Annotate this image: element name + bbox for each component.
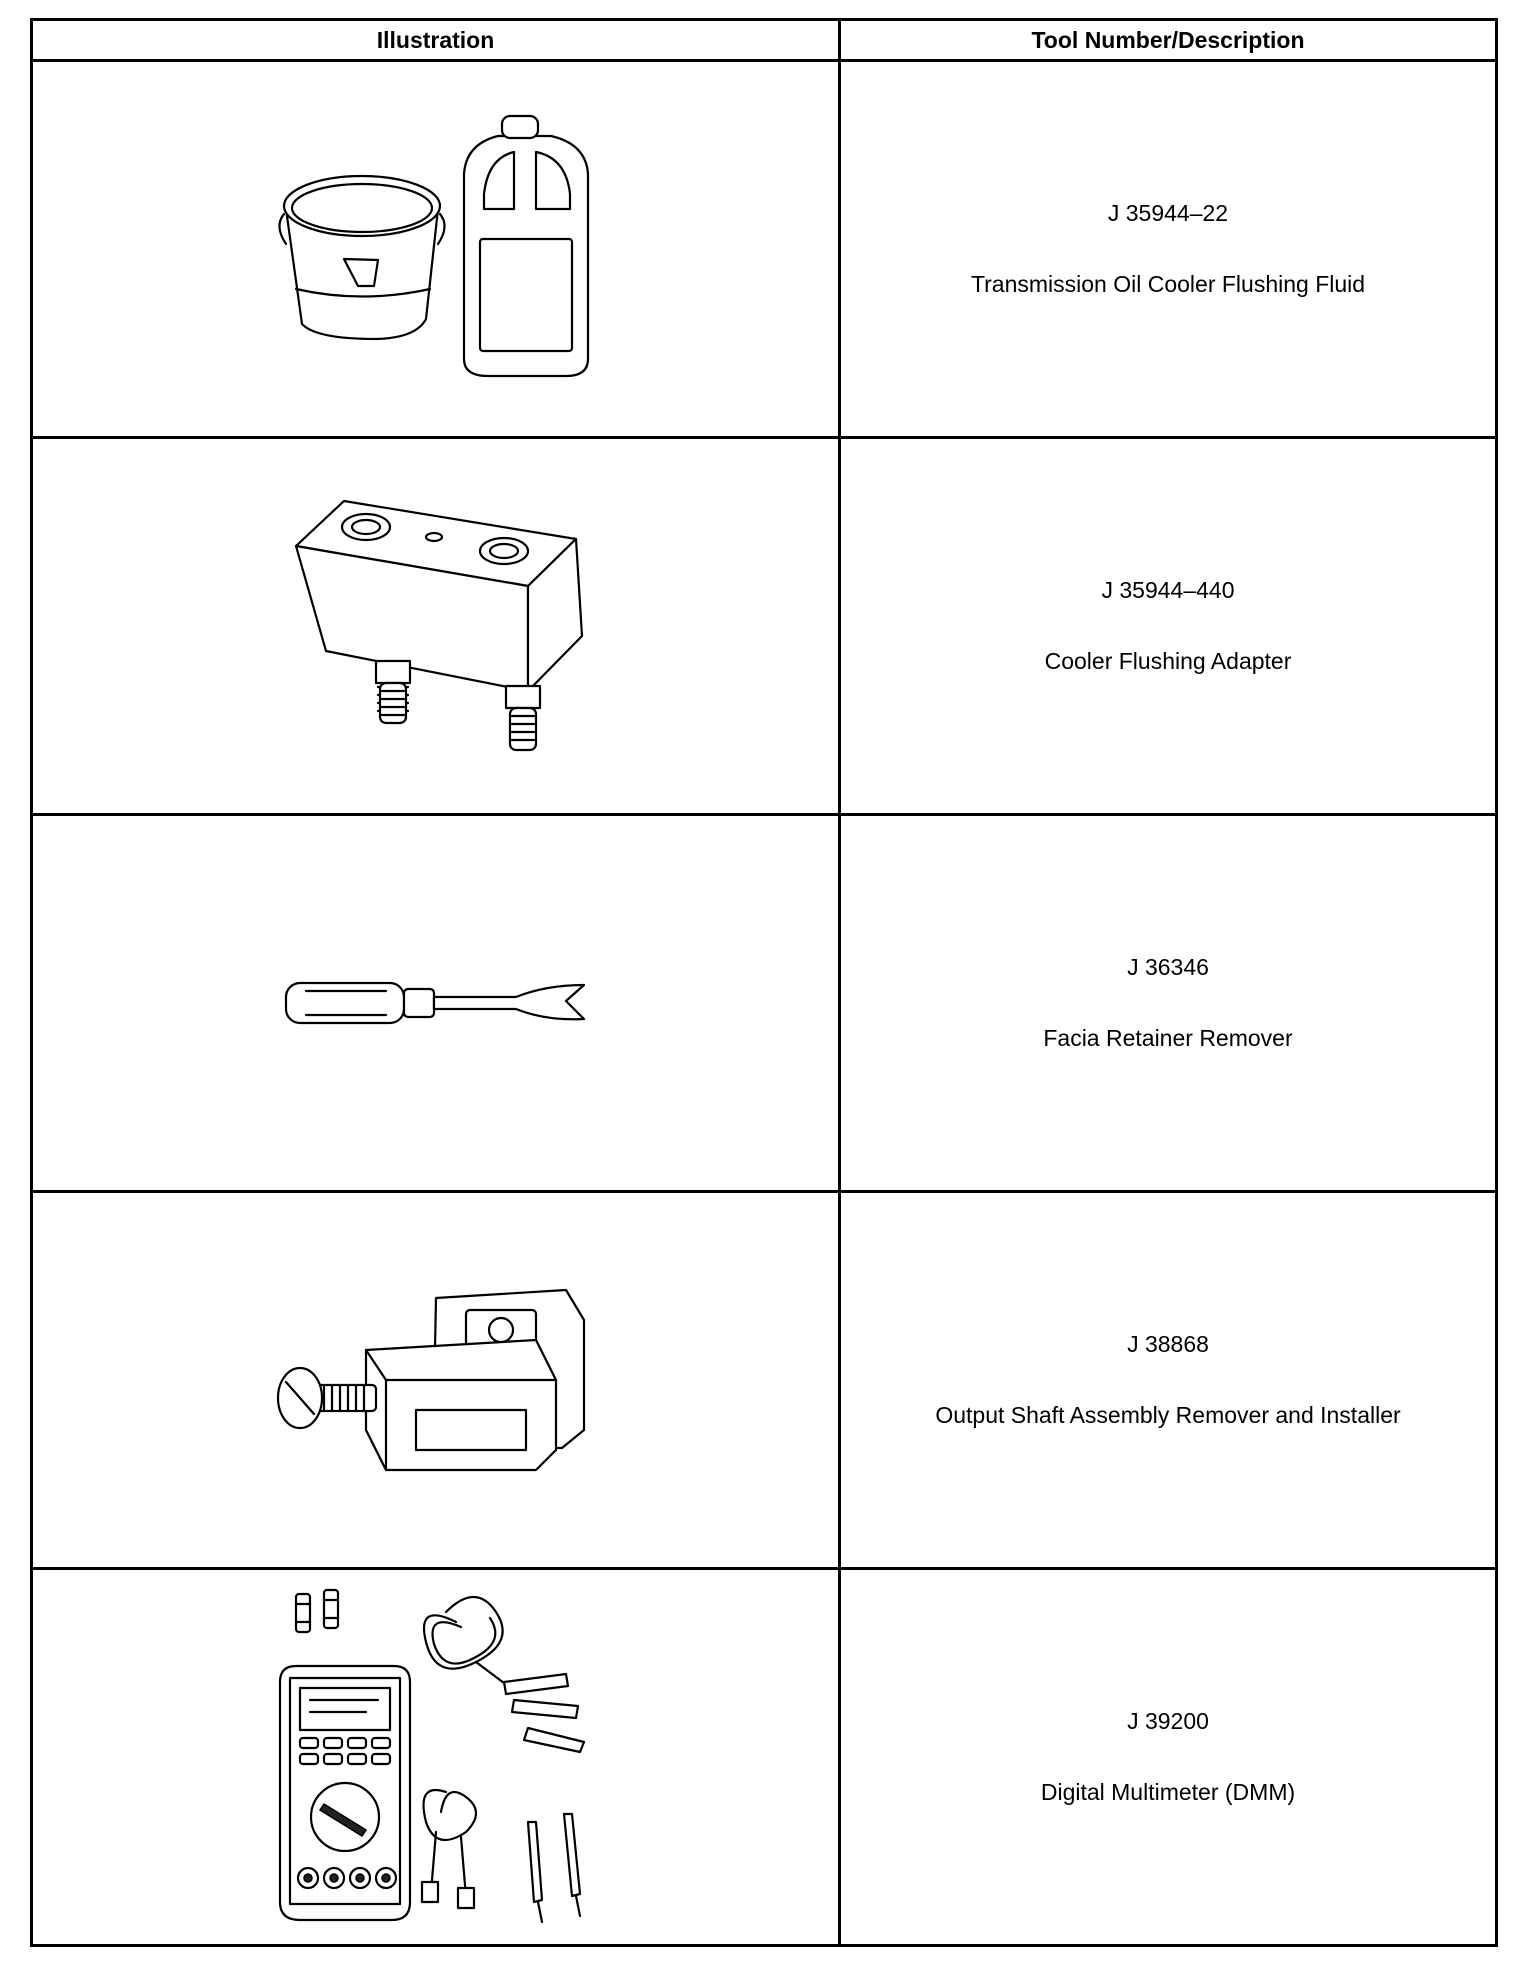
table-row: J 35944–22 Transmission Oil Cooler Flush…: [30, 59, 1498, 439]
illustration-cell: [30, 1567, 841, 1947]
illustration-cell: [30, 436, 841, 816]
illustration-cell: [30, 813, 841, 1193]
tool-description: Facia Retainer Remover: [1043, 1025, 1293, 1051]
tool-number: J 35944–440: [1101, 577, 1235, 603]
table-row: J 36346 Facia Retainer Remover: [30, 813, 1498, 1193]
illustration-cell: [30, 59, 841, 439]
tool-number: J 39200: [1127, 1708, 1209, 1734]
table-row: J 35944–440 Cooler Flushing Adapter: [30, 436, 1498, 816]
table-row: J 38868 Output Shaft Assembly Remover an…: [30, 1190, 1498, 1570]
tool-description: Cooler Flushing Adapter: [1044, 648, 1292, 674]
tool-number: J 35944–22: [1107, 200, 1229, 226]
tool-description-cell: J 38868 Output Shaft Assembly Remover an…: [838, 1190, 1498, 1570]
tool-description-cell: J 39200 Digital Multimeter (DMM): [838, 1567, 1498, 1947]
special-tools-table: Illustration Tool Number/Description: [30, 18, 1498, 1947]
header-tool-number-description: Tool Number/Description: [838, 18, 1498, 62]
tool-description-cell: J 35944–22 Transmission Oil Cooler Flush…: [838, 59, 1498, 439]
fluid-bucket-and-jug-icon: [277, 114, 589, 378]
output-shaft-clamp-icon: [276, 1288, 585, 1472]
tool-description-cell: J 36346 Facia Retainer Remover: [838, 813, 1498, 1193]
tool-description: Digital Multimeter (DMM): [1040, 1779, 1296, 1805]
table-header-row: Illustration Tool Number/Description: [30, 18, 1498, 62]
tool-number: J 36346: [1127, 954, 1209, 980]
tool-description: Output Shaft Assembly Remover and Instal…: [935, 1402, 1401, 1428]
flushing-adapter-block-icon: [294, 499, 583, 752]
table-row: J 39200 Digital Multimeter (DMM): [30, 1567, 1498, 1947]
digital-multimeter-icon: [278, 1588, 585, 1924]
tool-description-cell: J 35944–440 Cooler Flushing Adapter: [838, 436, 1498, 816]
header-illustration: Illustration: [30, 18, 841, 62]
retainer-remover-tool-icon: [284, 981, 585, 1025]
illustration-cell: [30, 1190, 841, 1570]
tool-number: J 38868: [1127, 1331, 1209, 1357]
tool-description: Transmission Oil Cooler Flushing Fluid: [970, 271, 1366, 297]
